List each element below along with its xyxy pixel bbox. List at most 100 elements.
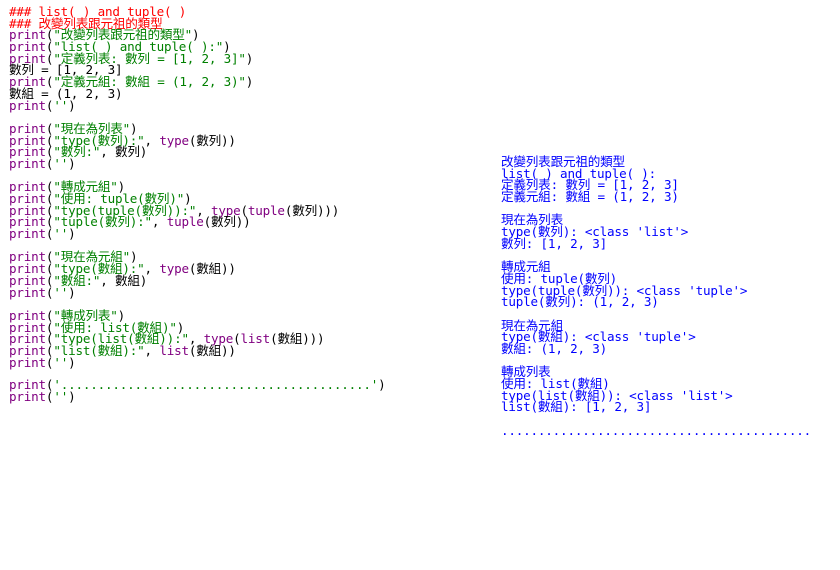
string-literal-token: "數組:" (53, 272, 101, 288)
string-literal-token: "tuple(數列):" (53, 214, 152, 230)
builtin-function-token: print (9, 272, 46, 288)
code-text-token: , (196, 202, 211, 218)
code-line: print("type(tuple(數列)):", type(tuple(數列)… (9, 202, 499, 218)
code-text-token: ( (45, 202, 54, 218)
builtin-function-token: print (9, 307, 46, 323)
code-line: print("tuple(數列):", tuple(數列)) (9, 214, 499, 230)
builtin-function-token: print (9, 342, 46, 358)
output-line: list(數組): [1, 2, 3] (501, 399, 652, 415)
builtin-function-token: print (9, 331, 46, 347)
code-line: print('.................................… (9, 377, 499, 393)
code-text-token: ( (45, 179, 54, 195)
code-text-token: , (188, 331, 204, 347)
code-line: print("定義列表: 數列 = [1, 2, 3]") (9, 50, 499, 66)
code-text-token: ( (45, 191, 54, 206)
code-text-token: ( (45, 155, 54, 171)
code-text-token: ) (117, 307, 126, 323)
string-literal-token: "type(數列):" (53, 132, 145, 148)
builtin-function-token: list (159, 342, 189, 358)
code-text-token: ) (245, 74, 254, 90)
code-text-token: ) (117, 179, 126, 195)
code-text-token: (數組)) (188, 342, 236, 358)
output-line: 現在為元組 (501, 317, 563, 333)
code-text-token: ( (45, 389, 54, 404)
code-text-token: ( (45, 307, 54, 323)
code-text-token: ) (68, 97, 76, 113)
builtin-function-token: print (9, 144, 46, 160)
code-line: print('') (9, 97, 499, 113)
builtin-function-token: print (9, 50, 46, 66)
code-line: print("type(數組):", type(數組)) (9, 261, 499, 277)
code-text-token: ) (68, 354, 76, 370)
string-literal-token: '' (53, 354, 69, 370)
string-literal-token: "type(數組):" (53, 261, 145, 277)
string-literal-token: "轉成列表" (53, 307, 118, 323)
builtin-function-token: type (210, 202, 241, 218)
string-literal-token: "使用: tuple(數列)" (53, 191, 185, 206)
code-line: 數列 = [1, 2, 3] (9, 62, 499, 78)
code-text-token: ( (45, 354, 54, 370)
builtin-function-token: type (203, 331, 234, 347)
string-literal-token: "定義列表: 數列 = [1, 2, 3]" (53, 50, 246, 66)
code-line: print("使用: list(數組)") (9, 319, 499, 335)
code-text-token: ) (68, 155, 76, 171)
output-line: list( ) and tuple( ): (501, 165, 657, 181)
blank-output-line (501, 250, 838, 262)
code-text-token: ( (45, 226, 54, 242)
code-line: print("定義元組: 數組 = (1, 2, 3)") (9, 74, 499, 90)
builtin-function-token: print (9, 202, 46, 218)
builtin-function-token: tuple (247, 202, 285, 218)
code-line: print("改變列表跟元祖的類型") (9, 27, 499, 43)
output-line: 數組: (1, 2, 3) (501, 341, 607, 356)
builtin-function-token: print (9, 97, 46, 113)
code-text-token: ( (240, 202, 249, 218)
code-line: print("list( ) and tuple( ):") (9, 39, 499, 55)
code-text-token: ) (130, 120, 138, 136)
code-line: ### list( ) and tuple( ) (9, 4, 499, 19)
code-text-token: ) (176, 319, 185, 335)
code-line: print('') (9, 389, 499, 404)
code-text-token: (數列)) (188, 132, 236, 148)
string-literal-token: '.......................................… (53, 377, 379, 393)
code-line: print('') (9, 284, 499, 300)
code-text-token: (數組)) (188, 261, 236, 277)
code-text-token: ) (192, 27, 200, 43)
output-line: 定義列表: 數列 = [1, 2, 3] (501, 177, 679, 193)
code-text-token: ( (45, 272, 54, 288)
code-text-token: ( (45, 74, 54, 90)
code-text-token: ) (68, 284, 76, 300)
code-text-token: ( (45, 261, 54, 277)
code-text-token: ( (45, 214, 54, 230)
code-text-token: ( (45, 39, 54, 55)
comment-token: ### list( ) and tuple( ) (9, 4, 187, 19)
code-text-token: ( (45, 132, 54, 148)
output-line: 改變列表跟元祖的類型 (501, 154, 625, 169)
output-line: 定義元組: 數組 = (1, 2, 3) (501, 189, 679, 205)
code-text-token: ) (245, 50, 254, 66)
builtin-function-token: print (9, 214, 46, 230)
code-text-token: ( (45, 120, 54, 136)
code-line: print("使用: tuple(數列)") (9, 191, 499, 206)
code-text-token: ( (45, 284, 54, 300)
builtin-function-token: print (9, 179, 46, 195)
code-line: print("現在為元組") (9, 251, 499, 264)
code-text-token: (數列))) (284, 202, 340, 218)
code-text-token: ( (233, 331, 241, 347)
blank-output-line (501, 355, 838, 367)
output-line: ........................................… (501, 422, 812, 438)
code-line: print("數列:", 數列) (9, 144, 499, 160)
code-text-token: ) (184, 191, 192, 206)
code-line: print("轉成元組") (9, 179, 499, 195)
string-literal-token: "數列:" (53, 144, 101, 160)
string-literal-token: "list( ) and tuple( ):" (53, 39, 224, 55)
code-text-token: , (151, 214, 167, 230)
string-literal-token: "使用: list(數組)" (53, 319, 177, 335)
string-literal-token: "type(list(數組)):" (53, 331, 189, 347)
code-text-token: ( (45, 342, 54, 358)
builtin-function-token: list (240, 331, 271, 347)
code-text-token: 數列 = [1, 2, 3] (9, 62, 123, 78)
output-line: 現在為列表 (501, 212, 563, 228)
code-text-token: ) (223, 39, 231, 55)
string-literal-token: "現在為列表" (53, 120, 131, 136)
